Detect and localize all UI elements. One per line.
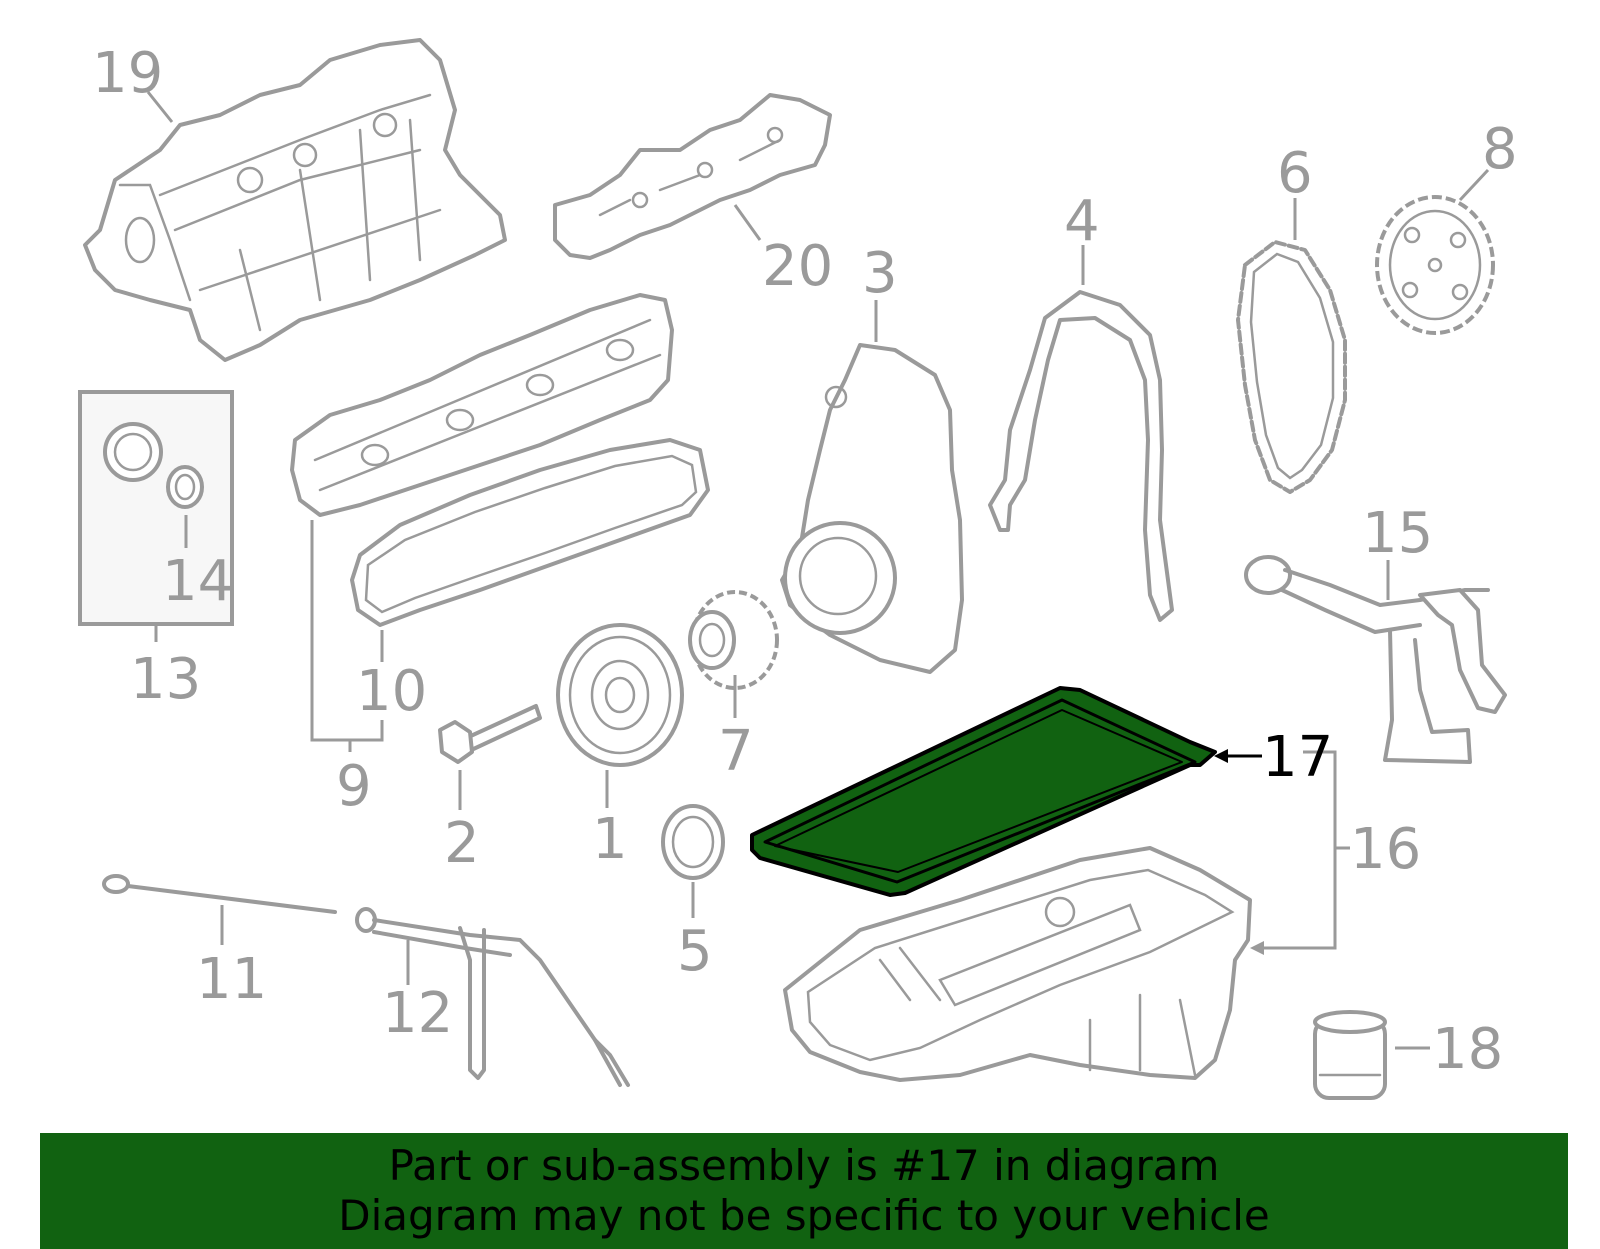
part-7-crank-sprocket xyxy=(688,590,779,690)
label-4: 4 xyxy=(1064,189,1100,254)
leader-9 xyxy=(310,520,384,742)
label-2: 2 xyxy=(444,811,480,876)
part-4-timing-cover-gasket xyxy=(988,290,1174,622)
label-8: 8 xyxy=(1482,117,1518,182)
part-3-timing-cover xyxy=(780,343,964,674)
part-14-cap-seal xyxy=(166,465,204,509)
part-11-dipstick xyxy=(102,874,337,914)
label-13: 13 xyxy=(130,647,201,712)
arrow-16 xyxy=(1250,941,1264,955)
label-11: 11 xyxy=(196,947,267,1012)
label-10: 10 xyxy=(356,659,427,724)
part-2-balancer-bolt xyxy=(438,704,542,764)
banner-line-2: Diagram may not be specific to your vehi… xyxy=(338,1191,1270,1240)
leader-19 xyxy=(146,91,174,123)
label-15: 15 xyxy=(1362,501,1433,566)
part-13-oil-cap-box xyxy=(78,390,234,626)
part-13-oil-filler-cap xyxy=(103,422,163,482)
label-18: 18 xyxy=(1432,1017,1503,1082)
part-5-front-crank-seal xyxy=(661,804,725,880)
part-20-exhaust-manifold xyxy=(553,93,832,260)
label-16: 16 xyxy=(1350,817,1421,882)
banner-line-1: Part or sub-assembly is #17 in diagram xyxy=(388,1141,1220,1190)
part-12-dipstick-tube xyxy=(355,907,630,1087)
arrow-17 xyxy=(1214,749,1228,763)
label-14: 14 xyxy=(162,549,233,614)
label-1: 1 xyxy=(592,807,628,872)
label-12: 12 xyxy=(382,981,453,1046)
notice-banner: Part or sub-assembly is #17 in diagram D… xyxy=(40,1133,1568,1249)
part-18-oil-filter xyxy=(1313,1010,1387,1100)
leader-16 xyxy=(1258,750,1337,950)
part-1-harmonic-balancer xyxy=(556,623,684,767)
label-19: 19 xyxy=(92,41,163,106)
label-7: 7 xyxy=(718,719,754,784)
part-16-oil-pan xyxy=(783,846,1252,1082)
part-15-oil-pickup-tube xyxy=(1244,555,1507,764)
label-5: 5 xyxy=(677,919,713,984)
part-19-intake-manifold xyxy=(83,38,507,362)
part-8-cam-sprocket xyxy=(1375,195,1495,335)
label-17: 17 xyxy=(1262,725,1333,790)
part-9-valve-cover xyxy=(290,293,674,517)
label-3: 3 xyxy=(862,241,898,306)
leader-20 xyxy=(733,204,762,241)
part-6-timing-chain xyxy=(1236,240,1347,494)
label-20: 20 xyxy=(762,234,833,299)
label-9: 9 xyxy=(336,754,372,819)
label-6: 6 xyxy=(1277,141,1313,206)
leader-8 xyxy=(1458,168,1490,202)
part-10-valve-cover-gasket xyxy=(350,438,710,627)
part-17-oil-pan-gasket xyxy=(750,686,1217,897)
